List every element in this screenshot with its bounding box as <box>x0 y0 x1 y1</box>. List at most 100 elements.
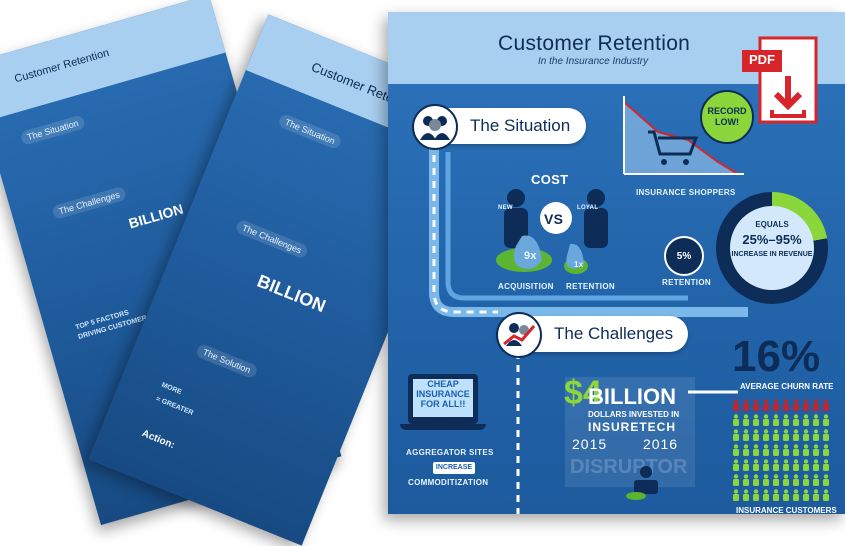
back-billion: BILLION <box>126 200 186 232</box>
person-icon <box>772 473 780 486</box>
page-title: Customer Retention <box>498 32 691 55</box>
person-icon <box>752 428 760 441</box>
insuretech-label: INSURETECH <box>588 420 677 434</box>
person-icon <box>732 458 740 471</box>
person-icon <box>822 398 830 411</box>
person-icon <box>772 413 780 426</box>
person-icon <box>792 473 800 486</box>
record-low-badge: RECORD LOW! <box>700 90 754 144</box>
aggregator-label: AGGREGATOR SITES <box>406 448 494 457</box>
person-icon <box>752 413 760 426</box>
loyal-label: LOYAL <box>577 205 599 211</box>
mid-billion: BILLION <box>254 270 329 317</box>
insurance-customers-label: INSURANCE CUSTOMERS <box>736 506 837 514</box>
person-icon <box>792 428 800 441</box>
pdf-download-icon[interactable]: PDF <box>740 36 824 126</box>
laptop-icon: CHEAP INSURANCE FOR ALL!! <box>408 374 478 424</box>
person-icon <box>822 488 830 501</box>
person-icon <box>772 428 780 441</box>
pdf-label: PDF <box>749 52 775 67</box>
increase-badge: INCREASE <box>433 462 475 474</box>
person-icon <box>822 473 830 486</box>
cheap-insurance-screen: CHEAP INSURANCE FOR ALL!! <box>413 379 473 417</box>
cost-label: COST <box>531 172 569 187</box>
person-icon <box>762 413 770 426</box>
person-icon <box>792 443 800 456</box>
person-icon <box>732 443 740 456</box>
mid-situation: The Situation <box>277 112 343 151</box>
new-vs-loyal-figures <box>496 189 608 274</box>
churn-percent: 16% <box>732 332 821 381</box>
person-icon <box>742 428 750 441</box>
acquisition-label: ACQUISITION <box>498 282 554 291</box>
multiplier-retention: 1x <box>574 260 584 269</box>
person-icon <box>792 458 800 471</box>
person-icon <box>762 488 770 501</box>
insurance-shoppers-label: INSURANCE SHOPPERS <box>636 188 736 197</box>
person-icon <box>762 398 770 411</box>
person-icon <box>782 488 790 501</box>
retention-label: RETENTION <box>566 282 615 291</box>
person-icon <box>802 458 810 471</box>
person-icon <box>782 398 790 411</box>
person-icon <box>742 458 750 471</box>
person-icon <box>732 428 740 441</box>
person-icon <box>802 473 810 486</box>
person-icon <box>792 488 800 501</box>
person-icon <box>822 428 830 441</box>
person-icon <box>732 398 740 411</box>
laptop-base <box>400 424 486 430</box>
person-icon <box>752 488 760 501</box>
retention-percent-label: RETENTION <box>662 278 711 287</box>
person-icon <box>762 473 770 486</box>
people-group-icon <box>412 104 458 150</box>
person-icon <box>812 428 820 441</box>
person-icon <box>812 458 820 471</box>
person-icon <box>792 398 800 411</box>
person-icon <box>772 443 780 456</box>
person-icon <box>782 473 790 486</box>
page-subtitle: In the Insurance Industry <box>538 56 649 67</box>
person-icon <box>782 413 790 426</box>
person-icon <box>742 473 750 486</box>
person-icon <box>812 488 820 501</box>
person-icon <box>802 398 810 411</box>
person-icon <box>782 428 790 441</box>
person-icon <box>742 488 750 501</box>
mid-challenges: The Challenges <box>234 218 310 260</box>
person-icon <box>752 398 760 411</box>
revenue-label: INCREASE IN REVENUE <box>731 251 813 258</box>
situation-label: The Situation <box>470 116 571 135</box>
mid-action: Action: <box>140 428 177 452</box>
person-icon <box>822 413 830 426</box>
person-icon <box>802 443 810 456</box>
person-icon <box>762 428 770 441</box>
shopping-cart-chart-icon <box>623 96 744 175</box>
revenue-range: 25%–95% <box>742 232 802 247</box>
year-range: 2015 2016 <box>572 436 679 452</box>
person-icon <box>732 488 740 501</box>
disruptor-label: DISRUPTOR <box>570 456 688 478</box>
person-laptop-icon <box>626 466 658 500</box>
retention-percent-badge: 5% <box>664 236 704 276</box>
person-icon <box>772 458 780 471</box>
donut-center: EQUALS 25%–95% INCREASE IN REVENUE <box>730 206 814 290</box>
mid-more: MORE <box>160 381 183 397</box>
person-icon <box>802 428 810 441</box>
person-icon <box>742 413 750 426</box>
challenges-label: The Challenges <box>554 324 674 343</box>
infographic-preview-front: Customer Retention In the Insurance Indu… <box>388 12 845 514</box>
churn-label: AVERAGE CHURN RATE <box>740 382 834 391</box>
billion-word: BILLION <box>588 384 676 409</box>
person-icon <box>752 443 760 456</box>
person-icon <box>732 413 740 426</box>
mid-solution: The Solution <box>195 342 259 380</box>
person-icon <box>762 443 770 456</box>
revenue-donut: EQUALS 25%–95% INCREASE IN REVENUE <box>716 192 828 304</box>
person-icon <box>812 473 820 486</box>
person-icon <box>752 473 760 486</box>
person-icon <box>812 413 820 426</box>
person-icon <box>822 458 830 471</box>
person-icon <box>742 443 750 456</box>
person-icon <box>772 488 780 501</box>
